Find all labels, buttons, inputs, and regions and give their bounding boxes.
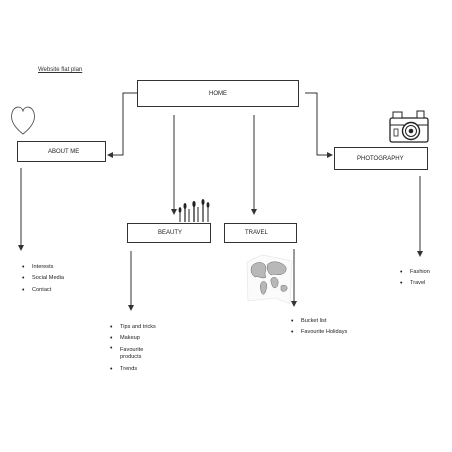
camera-icon — [389, 110, 429, 143]
list-item: Favourite Holidays — [291, 327, 347, 339]
list-item: Social Media — [22, 273, 64, 285]
list-item: Travel — [400, 278, 430, 290]
heart-icon — [11, 106, 35, 135]
beauty-label: BEAUTY — [158, 230, 183, 236]
travel-label: TRAVEL — [245, 230, 268, 236]
list-item: Makeup — [110, 333, 165, 345]
travel-node[interactable]: TRAVEL — [224, 223, 297, 243]
photography-list: Fashion Travel — [400, 267, 430, 290]
about-me-list: Interests Social Media Contact — [22, 262, 64, 296]
about-me-label: ABOUT ME — [48, 148, 80, 155]
makeup-brushes-icon — [178, 199, 210, 222]
list-item: Tips and tricks — [110, 322, 165, 334]
list-item: Interests — [22, 262, 64, 274]
list-item: Contact — [22, 285, 64, 297]
beauty-node[interactable]: BEAUTY — [127, 223, 211, 243]
photography-label: PHOTOGRAPHY — [357, 155, 404, 162]
beauty-list: Tips and tricks Makeup Favourite product… — [110, 322, 165, 375]
home-node[interactable]: HOME — [137, 80, 299, 107]
connector-home-photography — [305, 92, 333, 158]
list-item: Bucket list — [291, 316, 347, 328]
diagram-title: Website flat plan — [38, 67, 83, 73]
list-item: Fashion — [400, 267, 430, 279]
travel-list: Bucket list Favourite Holidays — [291, 316, 347, 339]
list-item: Favourite products — [110, 345, 165, 364]
photography-node[interactable]: PHOTOGRAPHY — [334, 147, 428, 170]
world-map-icon — [246, 254, 293, 305]
connector-home-about — [107, 92, 137, 158]
home-label: HOME — [209, 90, 227, 97]
about-me-node[interactable]: ABOUT ME — [17, 141, 106, 162]
list-item: Trends — [110, 364, 165, 376]
